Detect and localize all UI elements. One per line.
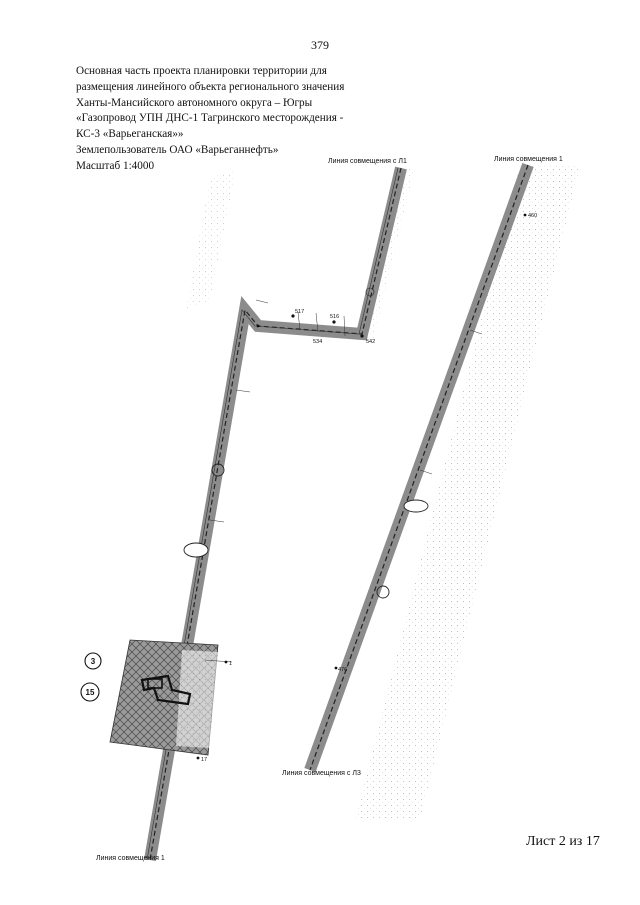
background-strip: [186, 170, 236, 310]
point-label: 460: [528, 213, 537, 219]
point-label: 542: [366, 339, 375, 345]
marker-ellipse: [403, 499, 429, 513]
sheet-number: Лист 2 из 17: [526, 834, 600, 849]
point-label: 516: [330, 314, 339, 320]
turn-point: [360, 334, 364, 338]
title-block: Основная часть проекта планировки террит…: [76, 64, 376, 175]
match-line-label: Линия совмещения с Л3: [282, 770, 361, 777]
match-line-label: Линия совмещения 1: [96, 855, 165, 862]
callout-number: 3: [91, 657, 96, 666]
match-line-label: Линия совмещения 1: [494, 156, 563, 163]
pipeline-left: [149, 167, 402, 861]
background-strip: [402, 165, 575, 700]
turn-point: [523, 213, 527, 217]
turn-point: [256, 324, 260, 328]
pipeline-left-edge: [146, 167, 399, 861]
scale-text: Масштаб 1:4000: [76, 159, 155, 172]
match-line-label: Линия совмещения с Л1: [328, 158, 407, 165]
point-label: 1: [229, 661, 232, 667]
point-label: 534: [313, 339, 322, 345]
title-line: «Газопровод УПН ДНС-1 Тагринского местор…: [76, 112, 344, 125]
site-clear-zone: [176, 650, 218, 748]
turn-point: [334, 666, 338, 670]
turn-point: [196, 756, 200, 760]
facility-symbol: [140, 674, 192, 706]
callout-number: 15: [86, 688, 95, 697]
title-line: Ханты-Мансийского автономного округа – Ю…: [76, 96, 313, 109]
marker-ellipse: [183, 542, 209, 558]
marker-circle: [365, 287, 375, 297]
corridor-ticks: [209, 299, 483, 523]
title-line: КС-3 «Варьеганская»»: [76, 128, 184, 141]
facility-symbol: [147, 678, 163, 689]
turn-point: [291, 314, 295, 318]
callout-circle: [80, 682, 100, 702]
title-line: Землепользователь ОАО «Варьеганнефть»: [76, 143, 279, 156]
point-label: 476: [338, 667, 347, 673]
corridor-left: [144, 166, 407, 862]
page-number: 379: [311, 38, 329, 52]
title-line: размещения линейного объекта регионально…: [76, 80, 345, 93]
turn-point: [224, 660, 228, 664]
point-label: 517: [295, 309, 304, 315]
point-label: 17: [201, 757, 207, 763]
title-line: Основная часть проекта планировки террит…: [76, 65, 327, 77]
marker-circle: [376, 585, 390, 599]
marker-circle: [211, 463, 225, 477]
pipeline-right: [309, 164, 529, 771]
dimension-line: [204, 659, 233, 663]
callout-circle: [84, 652, 102, 670]
turn-point: [332, 320, 336, 324]
